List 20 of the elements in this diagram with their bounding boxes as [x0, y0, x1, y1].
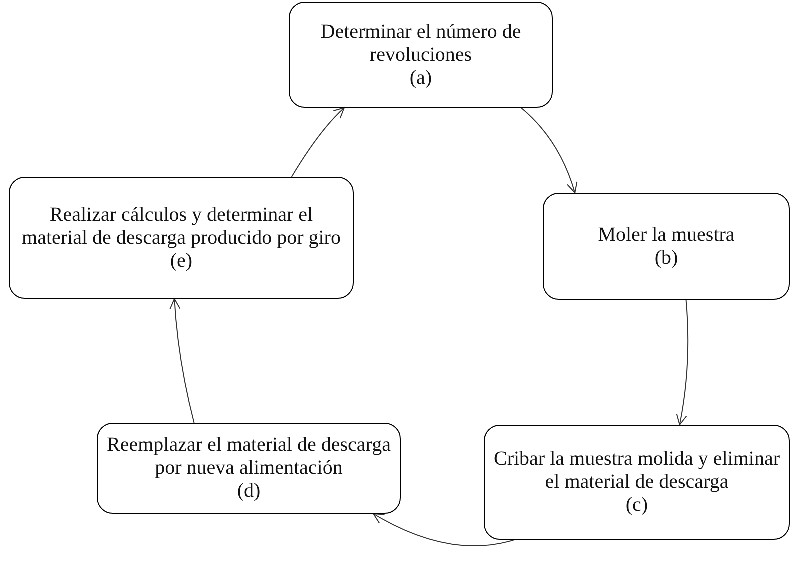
- curved-arrow: [373, 514, 516, 546]
- step-text: Determinar el número de revoluciones: [320, 20, 522, 66]
- process-box: [289, 2, 553, 108]
- process-box: [484, 425, 790, 540]
- process-box: [543, 193, 790, 300]
- step-text: Moler la muestra: [598, 224, 735, 246]
- step-text: (c): [626, 494, 648, 517]
- step-text: (a): [410, 66, 432, 90]
- step-text: (d): [237, 480, 261, 503]
- step-text: Reemplazar el material de descarga por nueva alimentación: [106, 434, 392, 480]
- step-text: Cribar la muestra molida y eliminar el material de descarga: [493, 448, 781, 494]
- process-box: [97, 423, 401, 514]
- step-text: (b): [654, 246, 678, 270]
- curved-arrow: [291, 108, 345, 178]
- curved-arrow: [520, 108, 578, 194]
- curved-arrow: [676, 300, 689, 426]
- process-box: [9, 177, 354, 299]
- curved-arrow: [170, 298, 195, 424]
- step-text: Realizar cálculos y determinar el material de descarga producido por giro: [21, 204, 342, 250]
- step-text: (e): [170, 250, 193, 272]
